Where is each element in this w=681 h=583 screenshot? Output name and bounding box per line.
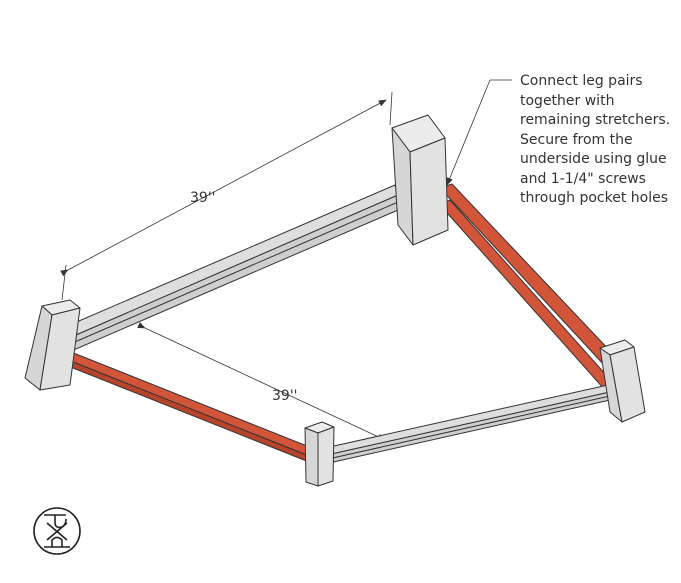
leg-front-right (599, 339, 646, 423)
note-line: together with (520, 92, 615, 109)
red-stretcher-left (65, 349, 315, 465)
logo (33, 507, 81, 555)
note-line: underside using glue (520, 151, 667, 167)
dimension-line-bottom (137, 322, 386, 441)
gray-stretcher-front (324, 384, 611, 464)
dimension-label-top: 39'' (190, 190, 216, 206)
leg-back-right (391, 114, 449, 246)
note-line: Secure from the (520, 131, 633, 148)
note-line: through pocket holes (520, 190, 669, 206)
gray-stretcher-back (57, 184, 399, 356)
note-line: remaining stretchers. (520, 112, 671, 128)
note-line: and 1-1/4" screws (520, 170, 646, 187)
leg-left (24, 299, 81, 391)
dimension-line-top (60, 91, 393, 301)
leader-line (446, 79, 512, 186)
note-line: Connect leg pairs (520, 73, 643, 89)
instruction-note: Connect leg pairs together with remainin… (520, 72, 670, 209)
dimension-label-bottom: 39'' (272, 388, 298, 404)
leg-front-center (304, 421, 335, 487)
